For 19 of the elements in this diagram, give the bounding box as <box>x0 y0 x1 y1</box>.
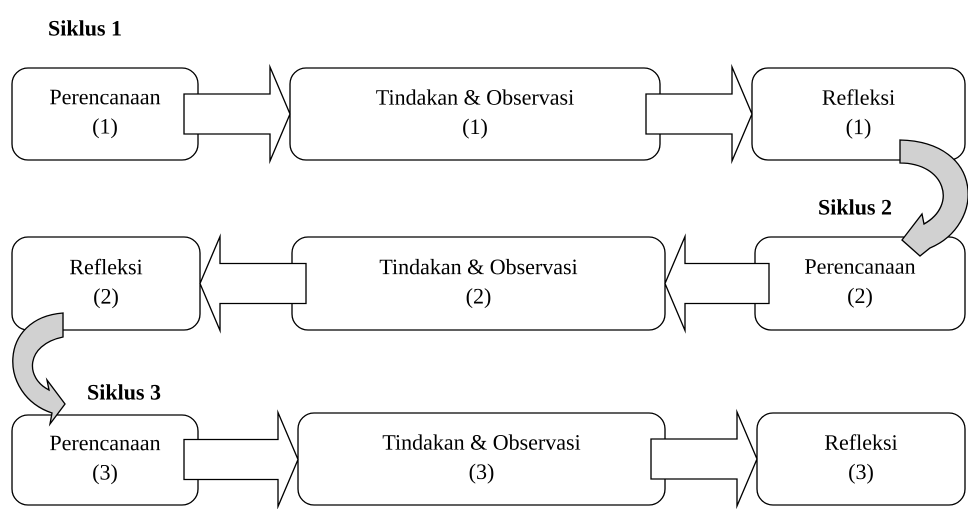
process-box: Perencanaan (3) <box>11 414 199 506</box>
block-arrow <box>650 408 758 509</box>
block-arrow <box>645 64 753 164</box>
process-box: Refleksi (3) <box>756 412 966 506</box>
process-box: Tindakan & Observasi (2) <box>291 236 666 331</box>
block-arrow <box>183 409 299 509</box>
process-box: Perencanaan (1) <box>11 67 199 161</box>
cycle-heading: Siklus 3 <box>88 384 160 400</box>
process-box: Refleksi (1) <box>751 67 966 161</box>
cycle-heading: Siklus 1 <box>49 20 121 36</box>
block-arrow <box>664 233 770 334</box>
process-box: Tindakan & Observasi (1) <box>289 67 661 161</box>
curved-arrow <box>12 312 66 425</box>
block-arrow <box>183 64 291 164</box>
process-box: Tindakan & Observasi (3) <box>297 412 666 506</box>
cycle-heading: Siklus 2 <box>819 199 892 215</box>
curved-arrow <box>899 139 968 257</box>
block-arrow <box>199 233 307 334</box>
process-box: Refleksi (2) <box>11 236 201 331</box>
